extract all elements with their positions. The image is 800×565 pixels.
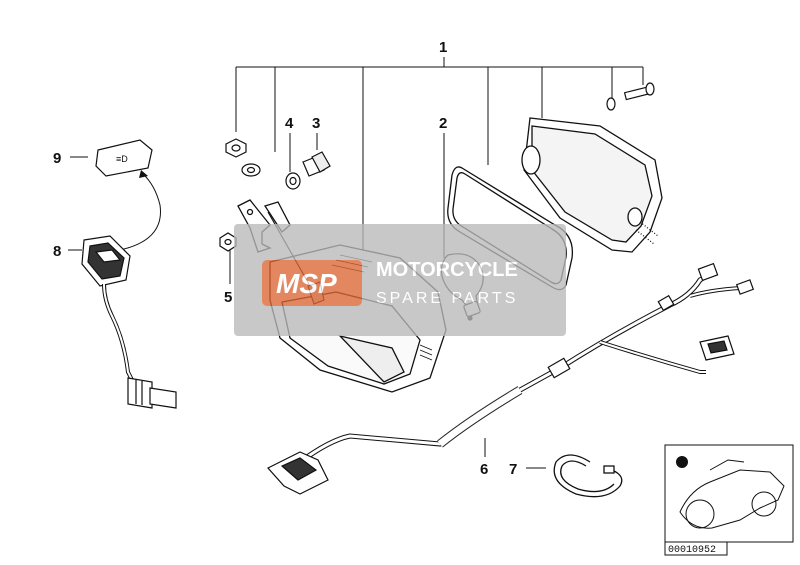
connector-top — [697, 262, 755, 295]
connector-left — [267, 451, 329, 495]
callout-5: 5 — [224, 289, 232, 306]
hex-nut-5 — [219, 232, 237, 252]
callout-6: 6 — [480, 461, 488, 478]
callout-4: 4 — [285, 115, 294, 132]
harness-clip — [547, 294, 675, 379]
watermark-subtitle: SPARE PARTS — [376, 290, 518, 307]
washer-4 — [285, 172, 301, 190]
arrowhead — [139, 170, 148, 178]
switch-cap: ≡D — [95, 139, 153, 177]
callout-8: 8 — [53, 243, 61, 260]
switch-connector — [127, 377, 177, 409]
inset-marker-dot — [676, 456, 688, 468]
screw-3 — [302, 151, 331, 177]
callout-3: 3 — [312, 115, 320, 132]
cable-tie — [553, 454, 623, 498]
callout-2: 2 — [439, 115, 447, 132]
reference-number-box — [664, 541, 728, 556]
reference-number: 00010952 — [668, 545, 716, 556]
watermark-logo: MSP — [276, 268, 337, 299]
connector-right — [699, 335, 735, 361]
callout-9: 9 — [53, 150, 61, 167]
watermark-title: MOTORCYCLE — [376, 259, 518, 281]
screw-top-right — [606, 82, 655, 111]
hex-nut-top — [225, 138, 247, 158]
cap-arrow — [119, 173, 161, 251]
switch — [81, 235, 131, 287]
svg-text:≡D: ≡D — [116, 154, 128, 164]
callout-7: 7 — [509, 461, 517, 478]
lamp-housing-rear — [521, 117, 663, 253]
switch-cable-inner — [103, 283, 137, 389]
watermark: MSP MOTORCYCLE SPARE PARTS — [234, 224, 566, 336]
washer-4-left — [241, 163, 261, 177]
reference-inset — [664, 444, 794, 543]
callout-1: 1 — [439, 39, 447, 56]
